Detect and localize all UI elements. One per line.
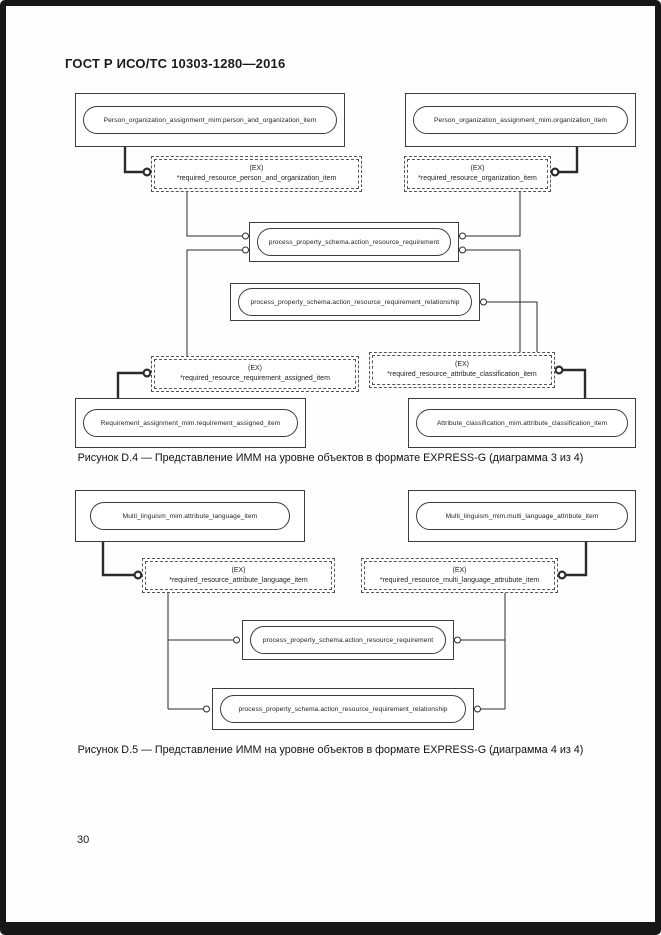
- ref-box-inner: (EX) *required_resource_multi_language_a…: [364, 561, 555, 590]
- entity-label: process_property_schema.action_resource_…: [250, 626, 446, 654]
- d5-thin-lines: [167, 593, 506, 710]
- ref-box-inner: (EX) *required_resource_attribute_classi…: [372, 355, 552, 385]
- ref-box-inner: (EX) *required_resource_attribute_langua…: [145, 561, 332, 590]
- d5-entity-multi-language-attribute-item: Multi_linguism_mim.multi_language_attrib…: [408, 490, 636, 542]
- d5-entity-attribute-language-item: Multi_linguism_mim.attribute_language_it…: [75, 490, 305, 542]
- d4-ref-required-resource-organization-item: (EX) *required_resource_organization_ite…: [404, 156, 551, 192]
- figure-d5-caption: Рисунок D.5 — Представление ИММ на уровн…: [77, 744, 584, 756]
- d4-entity-attribute-classification-item: Attribute_classification_mim.attribute_c…: [408, 398, 636, 448]
- entity-label: Requirement_assignment_mim.requirement_a…: [83, 409, 298, 437]
- d5-thick-lines: [101, 542, 588, 577]
- d4-ref-required-resource-attribute-classification-item: (EX) *required_resource_attribute_classi…: [369, 352, 555, 388]
- entity-label: process_property_schema.action_resource_…: [257, 228, 451, 256]
- entity-label: Attribute_classification_mim.attribute_c…: [416, 409, 628, 437]
- ref-tag: (EX): [452, 566, 467, 574]
- ref-label: *required_resource_attribute_classificat…: [387, 371, 537, 378]
- d4-ref-required-resource-person-and-organization-item: (EX) *required_resource_person_and_organ…: [151, 156, 362, 192]
- d4-entity-action-resource-requirement: process_property_schema.action_resource_…: [249, 222, 459, 262]
- entity-label: Multi_linguism_mim.multi_language_attrib…: [416, 502, 628, 530]
- d5-thick-terminator-circles: [133, 570, 567, 580]
- d4-entity-action-resource-requirement-relationship: process_property_schema.action_resource_…: [230, 283, 480, 321]
- ref-box-inner: (EX) *required_resource_requirement_assi…: [154, 359, 356, 389]
- d4-entity-organization-item: Person_organization_assignment_mim.organ…: [405, 93, 636, 147]
- d5-thin-terminator-circles: [203, 636, 481, 713]
- ref-tag: (EX): [470, 165, 485, 173]
- entity-label: Person_organization_assignment_mim.perso…: [83, 106, 337, 134]
- entity-label: process_property_schema.action_resource_…: [238, 288, 472, 316]
- d4-thin-terminator-circles: [242, 232, 487, 306]
- ref-box-inner: (EX) *required_resource_person_and_organ…: [154, 159, 359, 189]
- d4-thick-lines: [116, 147, 587, 398]
- d5-entity-action-resource-requirement: process_property_schema.action_resource_…: [242, 620, 454, 660]
- d4-thin-lines: [186, 192, 538, 356]
- ref-label: *required_resource_organization_item: [418, 175, 537, 182]
- ref-label: *required_resource_requirement_assigned_…: [180, 375, 330, 382]
- d4-thick-terminator-circles: [142, 167, 564, 378]
- ref-label: *required_resource_attribute_language_it…: [169, 576, 308, 584]
- ref-box-inner: (EX) *required_resource_organization_ite…: [407, 159, 548, 189]
- d5-entity-action-resource-requirement-relationship: process_property_schema.action_resource_…: [212, 688, 474, 730]
- ref-label: *required_resource_multi_language_attrub…: [379, 576, 540, 584]
- ref-tag: (EX): [249, 165, 264, 173]
- entity-label: Person_organization_assignment_mim.organ…: [413, 106, 628, 134]
- d4-entity-person-and-organization-item: Person_organization_assignment_mim.perso…: [75, 93, 345, 147]
- ref-tag: (EX): [248, 365, 262, 373]
- entity-label: Multi_linguism_mim.attribute_language_it…: [90, 502, 290, 530]
- figure-d4-caption: Рисунок D.4 — Представление ИММ на уровн…: [77, 452, 584, 464]
- ref-tag: (EX): [455, 361, 469, 369]
- ref-tag: (EX): [231, 566, 246, 574]
- d5-ref-required-resource-attribute-language-item: (EX) *required_resource_attribute_langua…: [142, 558, 335, 593]
- document-header-title: ГОСТ Р ИСО/ТС 10303-1280—2016: [65, 56, 286, 71]
- entity-label: process_property_schema.action_resource_…: [220, 695, 466, 723]
- d4-entity-requirement-assigned-item: Requirement_assignment_mim.requirement_a…: [75, 398, 306, 448]
- d4-ref-required-resource-requirement-assigned-item: (EX) *required_resource_requirement_assi…: [151, 356, 359, 392]
- ref-label: *required_resource_person_and_organizati…: [176, 175, 337, 182]
- d5-ref-required-resource-multi-language-attribute-item: (EX) *required_resource_multi_language_a…: [361, 558, 558, 593]
- page-number: 30: [77, 834, 90, 846]
